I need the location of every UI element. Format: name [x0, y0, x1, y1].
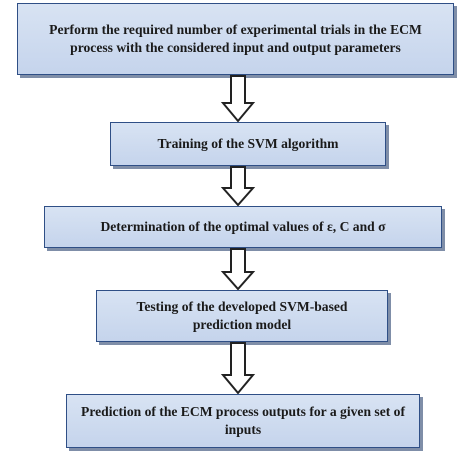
- step-4-text: Testing of the developed SVM-based predi…: [136, 299, 348, 332]
- arrow-down-1: [220, 75, 256, 123]
- arrow-down-3: [220, 248, 256, 291]
- step-prediction-outputs: Prediction of the ECM process outputs fo…: [66, 394, 420, 448]
- step-training-svm: Training of the SVM algorithm: [110, 122, 386, 166]
- arrow-down-4: [220, 342, 256, 395]
- step-3-text: Determination of the optimal values of ε…: [100, 219, 386, 234]
- step-determine-optimal-values: Determination of the optimal values of ε…: [44, 206, 442, 248]
- step-testing-model: Testing of the developed SVM-based predi…: [96, 290, 388, 342]
- step-2-text: Training of the SVM algorithm: [157, 136, 339, 151]
- step-5-text: Prediction of the ECM process outputs fo…: [81, 404, 405, 437]
- arrow-down-2: [220, 166, 256, 207]
- step-perform-experimental-trials: Perform the required number of experimen…: [17, 3, 454, 75]
- step-1-text: Perform the required number of experimen…: [49, 22, 422, 55]
